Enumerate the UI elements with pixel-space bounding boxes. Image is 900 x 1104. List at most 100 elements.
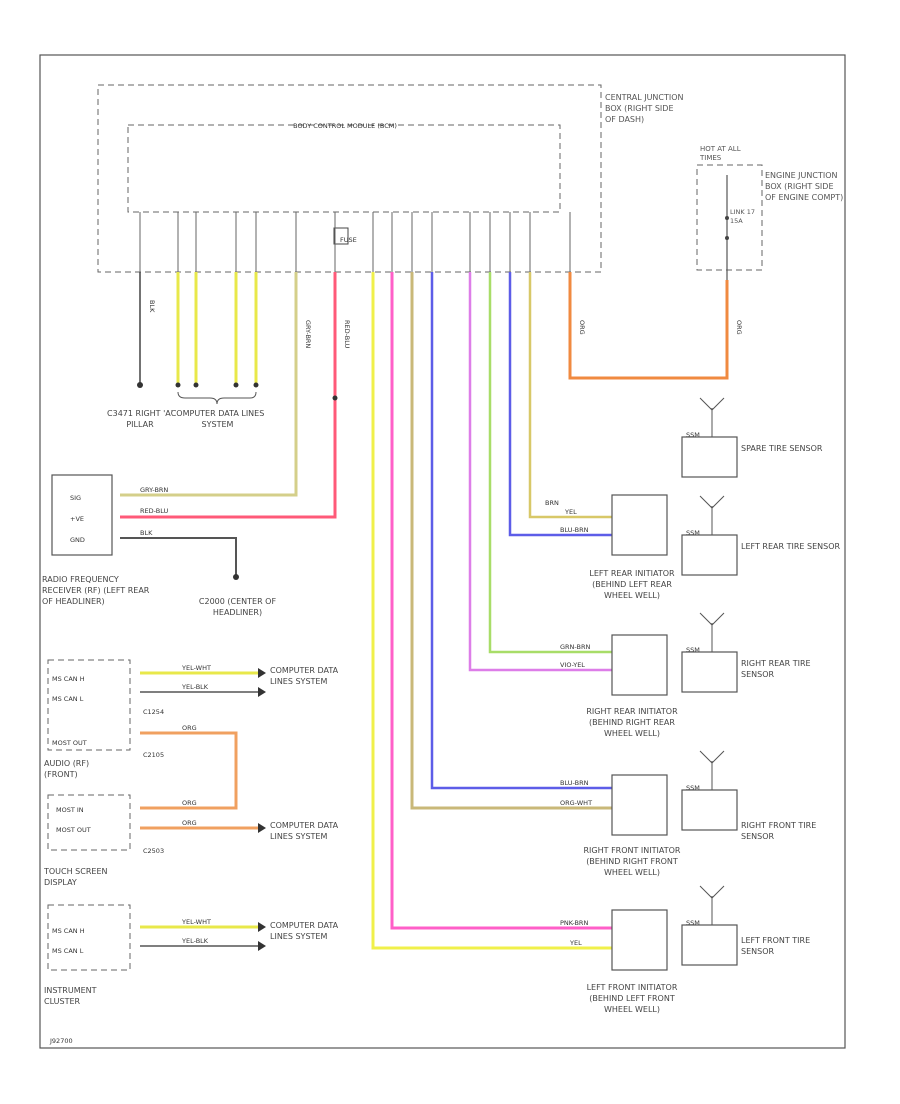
- arrow-most-out: [258, 823, 266, 833]
- antenna-icon: [699, 885, 725, 899]
- link-label-wrap: LINK 17 15A: [730, 208, 756, 225]
- lr-b-color: YEL: [564, 508, 577, 516]
- ejb-label: ENGINE JUNCTION BOX (RIGHT SIDE OF ENGIN…: [765, 171, 844, 202]
- cluster-pin-h: MS CAN H: [52, 927, 85, 935]
- most1-color: ORG: [182, 724, 197, 732]
- tire-sensor-lr: SSM: [681, 495, 738, 576]
- audio-pin-h: MS CAN H: [52, 675, 85, 683]
- touch-label-wrap: TOUCH SCREEN DISPLAY: [44, 867, 108, 887]
- rf-a-color: BLU-BRN: [560, 779, 589, 787]
- rf-b-color: ORG-WHT: [560, 799, 592, 807]
- ejb-box: [696, 164, 763, 271]
- rr-b-color: VIO-YEL: [560, 661, 585, 669]
- wire-lf-yel: [371, 272, 612, 950]
- lf-tire-label: LEFT FRONT TIRE SENSOR: [741, 936, 811, 956]
- lr-tag: SSM: [686, 529, 700, 537]
- lf-b-color: YEL: [569, 939, 582, 947]
- arrow-audio-h: [258, 668, 266, 678]
- lr-init-label-wrap: LEFT REAR INITIATOR (BEHIND LEFT REAR WH…: [589, 569, 674, 600]
- wire-most-loop: [140, 731, 238, 810]
- lf-initiator-box: [611, 909, 668, 971]
- vlabel-1: BLK: [148, 300, 156, 313]
- cdl3-label: COMPUTER DATA LINES SYSTEM: [270, 821, 339, 841]
- lr-c-color: BLU-BRN: [560, 526, 589, 534]
- lr-tire-label: LEFT REAR TIRE SENSOR: [741, 542, 841, 551]
- most2-color: ORG: [182, 799, 197, 807]
- bcm-data-line-stubs: [175, 272, 259, 405]
- rf-tire-label-wrap: RIGHT FRONT TIRE SENSOR: [741, 821, 816, 841]
- touch-box: [47, 794, 131, 851]
- lr-tire-label-wrap: LEFT REAR TIRE SENSOR: [741, 542, 841, 551]
- audio-l-color: YEL-BLK: [181, 683, 209, 691]
- audio-h-color: YEL-WHT: [181, 664, 211, 672]
- rf-initiator-box: [611, 774, 668, 836]
- touch-label: TOUCH SCREEN DISPLAY: [44, 867, 108, 887]
- cluster-label-wrap: INSTRUMENT CLUSTER: [44, 986, 97, 1006]
- rr-tag: SSM: [686, 646, 700, 654]
- splice-dot: [332, 395, 338, 401]
- bcm-pin-stubs: [139, 212, 571, 272]
- wire-rf-sig: [120, 272, 298, 497]
- fuse-symbol: [333, 227, 349, 245]
- wire-rf-pwr: [120, 272, 337, 519]
- bcm-box: [127, 124, 561, 213]
- audio-label: AUDIO (RF) (FRONT): [44, 759, 90, 779]
- cluster-box: [47, 904, 131, 971]
- rf-pin-pwr: +VE: [70, 515, 84, 523]
- rr-initiator-box: [611, 634, 668, 696]
- antenna-icon: [699, 750, 725, 764]
- cdl4-label-wrap: COMPUTER DATA LINES SYSTEM: [270, 921, 338, 941]
- ground1-label: C3471 RIGHT 'A' PILLAR: [107, 409, 173, 429]
- rr-tire-label-wrap: RIGHT REAR TIRE SENSOR: [741, 659, 811, 679]
- conn-c2: C2105: [143, 751, 164, 759]
- wire-lr-blu: [508, 272, 612, 537]
- rf-receiver-label-wrap: RADIO FREQUENCY RECEIVER (RF) (LEFT REAR…: [42, 575, 150, 606]
- antenna-icon: [699, 397, 725, 411]
- wire-rr-vio: [468, 272, 612, 672]
- ground2-label: C2000 (CENTER OF HEADLINER): [198, 597, 277, 617]
- arrow-cluster-h: [258, 922, 266, 932]
- hot-label-wrap: HOT AT ALL TIMES: [700, 145, 741, 162]
- link-dot-top: [725, 216, 729, 220]
- tire-sensor-rr: SSM: [681, 612, 738, 693]
- lf-init-label: LEFT FRONT INITIATOR (BEHIND LEFT FRONT …: [586, 983, 678, 1014]
- rf-pin-gnd: GND: [70, 536, 85, 544]
- antenna-icon: [699, 612, 725, 626]
- ejb-label-wrap: ENGINE JUNCTION BOX (RIGHT SIDE OF ENGIN…: [765, 171, 844, 202]
- tire-sensor-lf: SSM: [681, 885, 738, 966]
- wire-lr-yel: [528, 272, 612, 519]
- cdl3-label-wrap: COMPUTER DATA LINES SYSTEM: [270, 821, 339, 841]
- rf-init-label: RIGHT FRONT INITIATOR (BEHIND RIGHT FRON…: [583, 846, 681, 877]
- ground2-label-wrap: C2000 (CENTER OF HEADLINER): [198, 597, 277, 617]
- link-label: LINK 17 15A: [730, 208, 756, 225]
- arrow-audio-l: [258, 687, 266, 697]
- touch-pin-out: MOST OUT: [56, 826, 91, 834]
- lf-tire-label-wrap: LEFT FRONT TIRE SENSOR: [741, 936, 811, 956]
- rf-receiver-label: RADIO FREQUENCY RECEIVER (RF) (LEFT REAR…: [42, 575, 150, 606]
- cdl2-label-wrap: COMPUTER DATA LINES SYSTEM: [270, 666, 339, 686]
- rr-init-label-wrap: RIGHT REAR INITIATOR (BEHIND RIGHT REAR …: [586, 707, 677, 738]
- lr-initiator-box: [611, 494, 668, 556]
- hot-label: HOT AT ALL TIMES: [700, 145, 741, 162]
- wire-rf-gnd: [120, 537, 237, 575]
- cjb-box: [97, 84, 602, 273]
- conn-c3: C2503: [143, 847, 164, 855]
- rf-sig-color: GRY-BRN: [140, 486, 168, 494]
- ground1-label-wrap: C3471 RIGHT 'A' PILLAR: [107, 409, 173, 429]
- ground-dot-2: [233, 574, 239, 580]
- wire-rf-blu: [430, 272, 612, 790]
- cdl1-label: COMPUTER DATA LINES SYSTEM: [170, 409, 265, 429]
- vertical-wire-labels: BLK GRY-BRN RED-BLU ORG ORG: [148, 300, 743, 348]
- rr-tire-label: RIGHT REAR TIRE SENSOR: [741, 659, 811, 679]
- cluster-pin-l: MS CAN L: [52, 947, 84, 955]
- vlabel-2: GRY-BRN: [304, 320, 312, 348]
- rf-gnd-color: BLK: [140, 529, 153, 537]
- tire-sensor-rf: SSM: [681, 750, 738, 831]
- vlabel-4: ORG: [578, 320, 586, 335]
- lf-tag: SSM: [686, 919, 700, 927]
- cdl2-label: COMPUTER DATA LINES SYSTEM: [270, 666, 339, 686]
- wire-ejb-feed: [568, 272, 729, 380]
- vlabel-5: ORG: [735, 320, 743, 335]
